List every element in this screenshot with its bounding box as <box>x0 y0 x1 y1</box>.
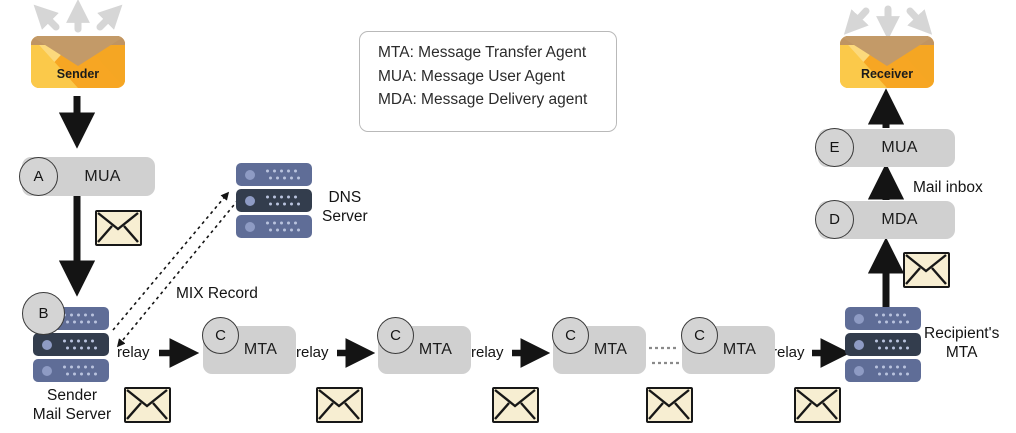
badge-c-2: C <box>377 317 414 354</box>
envelope-flap <box>31 36 125 66</box>
badge-b: B <box>22 292 65 335</box>
rack-led-dot <box>854 339 864 350</box>
legend-line-mta: MTA: Message Transfer Agent <box>378 44 587 61</box>
dns-server-label: DNS Server <box>322 188 368 227</box>
rack-led-dot <box>245 169 255 180</box>
rack-led-dot <box>854 365 864 376</box>
sender-rack-unit-2 <box>33 333 109 356</box>
relay-label-2: relay <box>296 344 329 361</box>
recipient-mta-server-icon <box>845 307 921 385</box>
node-mta-3-label: MTA <box>593 341 628 358</box>
dotted-link-mta3-mta4 <box>649 346 681 365</box>
node-mta-4-label: MTA <box>722 341 757 358</box>
dns-label-line1: DNS <box>328 189 362 206</box>
sender-rack-unit-3 <box>33 359 109 382</box>
badge-c-2-label: C <box>390 327 401 344</box>
legend-line-mda: MDA: Message Delivery agent <box>378 91 588 109</box>
dns-rack-unit-2 <box>236 189 312 212</box>
relay-label-3: relay <box>471 344 504 361</box>
node-mta-1-label: MTA <box>243 341 278 358</box>
sender-outgoing-arrows <box>33 0 123 33</box>
rack-led-grid <box>875 339 913 350</box>
sender-mail-server-label: Sender Mail Server <box>27 386 117 425</box>
badge-c-1: C <box>202 317 239 354</box>
sender-mailserver-line2: Mail Server <box>32 406 112 424</box>
rack-led-grid <box>266 169 304 180</box>
recipient-mta-line1: Recipient's <box>924 325 1000 342</box>
receiver-envelope-label: Receiver <box>860 67 914 81</box>
recipient-mta-label: Recipient's MTA <box>924 324 999 363</box>
recipient-mta-line2: MTA <box>945 344 978 362</box>
sender-mailserver-line1: Sender <box>47 387 97 404</box>
rack-led-grid <box>63 365 101 376</box>
node-mda-label: MDA <box>881 211 918 228</box>
badge-c-3: C <box>552 317 589 354</box>
envelope-flap <box>840 36 934 66</box>
rack-led-grid <box>266 221 304 232</box>
badge-e-label: E <box>829 139 840 156</box>
node-receiver-mua-label: MUA <box>881 139 918 156</box>
dns-rack-unit-3 <box>236 215 312 238</box>
rack-led-grid <box>266 195 304 206</box>
rack-led-dot <box>42 339 52 350</box>
receiver-incoming-arrows <box>843 5 933 40</box>
receiver-envelope-icon: Receiver <box>840 36 934 88</box>
mail-icon-7 <box>794 387 841 423</box>
legend-box: MTA: Message Transfer Agent MUA: Message… <box>359 31 617 132</box>
sender-envelope-icon: Sender <box>31 36 125 88</box>
badge-a-label: A <box>33 168 44 185</box>
sender-envelope-label: Sender <box>56 67 100 81</box>
rack-led-grid <box>875 365 913 376</box>
mail-icon-4 <box>492 387 539 423</box>
rack-led-grid <box>63 313 101 324</box>
mix-record-label: MIX Record <box>176 285 258 302</box>
rack-led-dot <box>42 365 52 376</box>
mail-icon-6 <box>903 252 950 288</box>
badge-e: E <box>815 128 854 167</box>
badge-c-1-label: C <box>215 327 226 344</box>
node-mta-2-label: MTA <box>418 341 453 358</box>
badge-c-4-label: C <box>694 327 705 344</box>
dns-rack-unit-1 <box>236 163 312 186</box>
recipient-rack-unit-1 <box>845 307 921 330</box>
badge-a: A <box>19 157 58 196</box>
badge-b-label: B <box>38 305 49 322</box>
relay-label-1: relay <box>117 344 150 361</box>
mail-inbox-label: Mail inbox <box>913 179 983 196</box>
mail-icon-2 <box>124 387 171 423</box>
relay-label-4: relay <box>772 344 805 361</box>
recipient-rack-unit-3 <box>845 359 921 382</box>
recipient-rack-unit-2 <box>845 333 921 356</box>
mail-icon-1 <box>95 210 142 246</box>
rack-led-grid <box>63 339 101 350</box>
badge-d: D <box>815 200 854 239</box>
node-sender-mua-label: MUA <box>84 167 121 185</box>
rack-led-grid <box>875 313 913 324</box>
mail-icon-5 <box>646 387 693 423</box>
sender-mail-server-icon <box>33 307 109 385</box>
dns-server-icon <box>236 163 312 241</box>
badge-c-4: C <box>681 317 718 354</box>
rack-led-dot <box>245 221 255 232</box>
mail-icon-3 <box>316 387 363 423</box>
legend-line-mua: MUA: Message User Agent <box>378 67 565 85</box>
rack-led-dot <box>854 313 864 324</box>
badge-d-label: D <box>829 211 840 228</box>
rack-led-dot <box>245 195 255 206</box>
dns-label-line2: Server <box>322 208 368 226</box>
badge-c-3-label: C <box>565 327 576 344</box>
